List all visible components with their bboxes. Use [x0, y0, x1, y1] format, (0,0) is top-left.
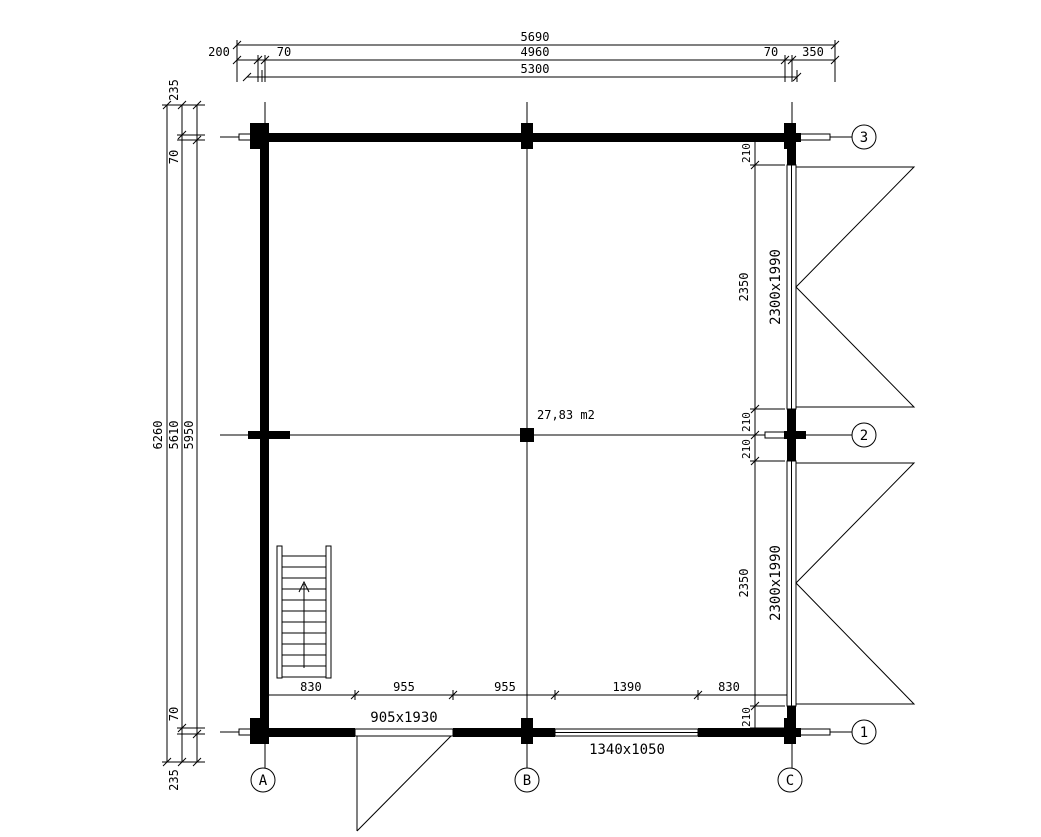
- dim-bottom-seg-4: 1390: [613, 680, 642, 694]
- dim-top-wall: 70: [167, 150, 181, 164]
- bottom-dimensions: [269, 690, 787, 700]
- dim-right-mid-gap-b: 210: [740, 439, 753, 459]
- dim-right-lower-gap: 210: [740, 707, 753, 727]
- dim-bottom-seg-5: 830: [718, 680, 740, 694]
- door-right-lower-symbol: [786, 460, 916, 707]
- left-dimensions: [162, 100, 205, 767]
- axis-label-2: 2: [860, 428, 868, 444]
- stair-symbol: [276, 545, 332, 679]
- dim-bottom-seg-3: 955: [494, 680, 516, 694]
- label-door-front: 905x1930: [370, 710, 437, 726]
- axis-marker-a: [250, 767, 276, 793]
- axis-marker-b: [514, 767, 540, 793]
- dim-axis-width: 5300: [521, 62, 550, 76]
- axis-marker-3: [851, 124, 877, 150]
- axis-markers: [250, 124, 877, 793]
- dim-left-wall: 70: [277, 45, 291, 59]
- top-dimensions: [232, 40, 840, 82]
- axis-marker-1: [851, 719, 877, 745]
- axis-label-c: C: [786, 773, 794, 789]
- dim-overall-width: 5690: [521, 30, 550, 44]
- dim-top-overhang: 235: [167, 79, 181, 101]
- axis-label-3: 3: [860, 130, 868, 146]
- label-door-right-lower: 2300x1990: [768, 545, 784, 621]
- dim-right-upper-span: 2350: [737, 273, 751, 302]
- dim-inner-height: 5950: [182, 421, 196, 450]
- dim-right-overhang: 350: [802, 45, 824, 59]
- room-area-label: 27,83 m2: [537, 408, 595, 422]
- dim-right-lower-span: 2350: [737, 569, 751, 598]
- axis-marker-2: [851, 422, 877, 448]
- axis-label-1: 1: [860, 725, 868, 741]
- door-front-symbol: [354, 728, 454, 832]
- dim-bottom-wall: 70: [167, 707, 181, 721]
- dim-left-overhang: 200: [208, 45, 230, 59]
- grid-axes: [220, 102, 852, 768]
- axis-marker-c: [777, 767, 803, 793]
- door-right-upper-symbol: [786, 164, 916, 410]
- dim-right-upper-gap: 210: [740, 143, 753, 163]
- dim-overall-height: 6260: [151, 421, 165, 450]
- axis-label-b: B: [523, 773, 531, 789]
- dim-bottom-overhang: 235: [167, 769, 181, 791]
- dim-axis-height: 5610: [167, 421, 181, 450]
- right-dimensions: [750, 139, 785, 729]
- dim-bottom-seg-1: 830: [300, 680, 322, 694]
- window-front-symbol: [554, 728, 699, 737]
- label-door-right-upper: 2300x1990: [768, 249, 784, 325]
- dim-right-wall: 70: [764, 45, 778, 59]
- dim-bottom-seg-2: 955: [393, 680, 415, 694]
- label-window-front: 1340x1050: [589, 742, 665, 758]
- dim-right-mid-gap-a: 210: [740, 412, 753, 432]
- walls: [248, 123, 806, 744]
- dim-inner-width: 4960: [521, 45, 550, 59]
- axis-label-a: A: [259, 773, 268, 789]
